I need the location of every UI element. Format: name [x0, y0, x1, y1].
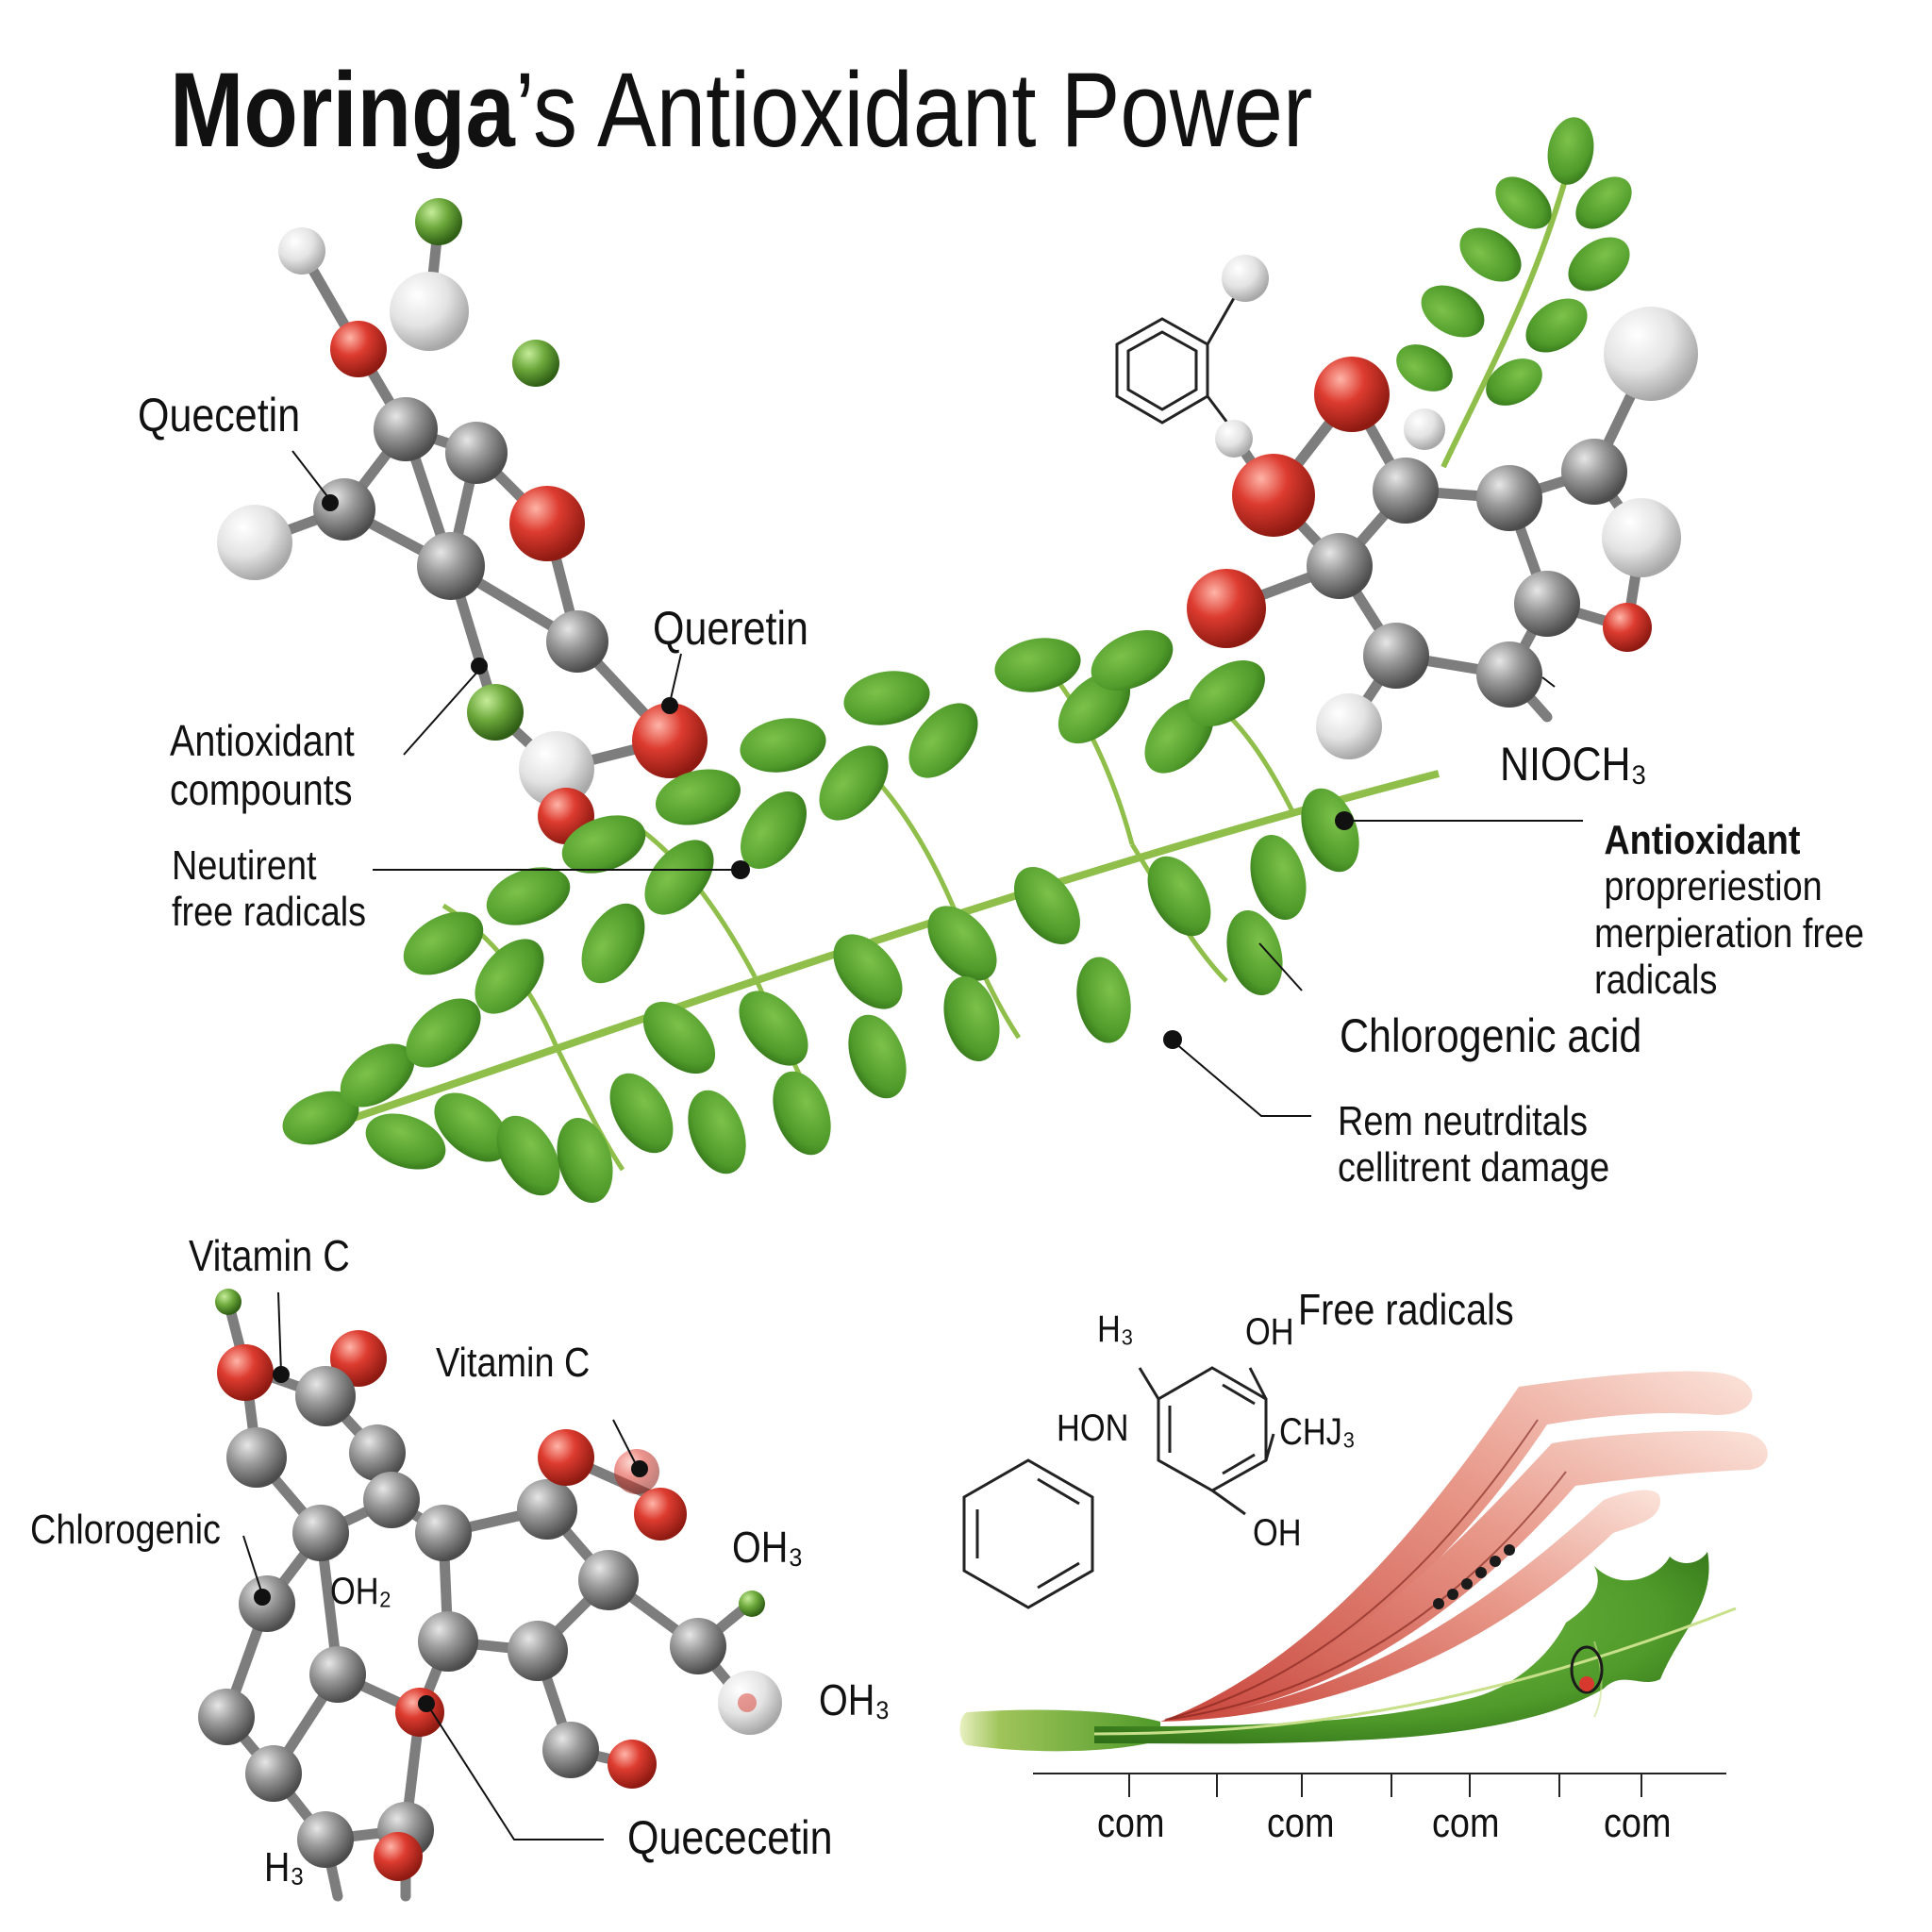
ring-label-oh-top: OH — [1245, 1311, 1294, 1353]
label-antioxidant-compounts: Antioxidant compounts — [170, 716, 355, 814]
label-line: Antioxidant — [170, 716, 355, 765]
atoms-top-right — [1187, 255, 1698, 759]
free-radical-bands — [1160, 1371, 1768, 1722]
label-oh3-lower: OH₃ — [819, 1675, 891, 1724]
axis-tick-label: com — [1097, 1800, 1165, 1846]
axis-tick-label: com — [1604, 1800, 1672, 1846]
label-neutirent-free-radicals: Neutirent free radicals — [172, 842, 366, 936]
label-h3-bottom: H₃ — [264, 1844, 305, 1890]
label-quececetin: Quececetin — [627, 1811, 833, 1864]
page-title: Moringa’s Antioxidant Power — [170, 49, 1312, 171]
label-queretin: Queretin — [653, 602, 808, 655]
moringa-leaf-central — [282, 630, 1441, 1204]
label-free-radicals: Free radicals — [1298, 1285, 1514, 1334]
label-oh2: OH₂ — [330, 1571, 391, 1612]
label-antioxidant-properties: Antioxidant propreriestion merpieration … — [1594, 817, 1864, 1003]
ring-label-h3: H₃ — [1097, 1308, 1134, 1350]
bottom-axis — [1033, 1773, 1726, 1797]
label-line: propreriestion — [1604, 863, 1823, 910]
label-rem-neutrditals: Rem neutrditals cellitrent damage — [1338, 1098, 1609, 1191]
ring-label-chj3: CHJ₃ — [1279, 1411, 1356, 1453]
axis-tick-label: com — [1432, 1800, 1500, 1846]
label-line: Rem neutrditals — [1338, 1098, 1589, 1144]
atoms-bottom-left — [198, 1289, 782, 1881]
label-line: merpieration free — [1594, 909, 1865, 957]
hex-ring-structure — [1138, 1366, 1275, 1516]
label-vitamin-c-left: Vitamin C — [189, 1231, 350, 1280]
label-chlorogenic-acid: Chlorogenic acid — [1340, 1009, 1642, 1062]
ring-label-oh-bottom: OH — [1253, 1512, 1302, 1554]
benzene-ring-top-right — [1115, 277, 1247, 435]
axis-tick-label: com — [1267, 1800, 1335, 1846]
atoms-top-left — [217, 198, 708, 844]
label-chlorogenic: Chlorogenic — [30, 1507, 221, 1553]
label-line: Antioxidant — [1604, 817, 1801, 863]
label-vitamin-c-middle: Vitamin C — [436, 1340, 591, 1386]
label-line: radicals — [1594, 956, 1718, 1003]
title-bold: Moringa — [170, 51, 515, 169]
ring-label-hon: HON — [1057, 1407, 1129, 1449]
leader-dots — [254, 494, 1354, 1712]
leaf-sprig-top-right — [1396, 117, 1632, 469]
leaf-stem-illustration — [959, 1552, 1737, 1752]
label-oh3-upper: OH₃ — [732, 1523, 804, 1572]
label-nioch3: NIOCH₃ — [1500, 738, 1648, 791]
label-line: cellitrent damage — [1338, 1144, 1610, 1191]
label-line: free radicals — [172, 889, 367, 936]
label-quecetin-top: Quecetin — [138, 389, 301, 441]
benzene-ring-bottom — [962, 1458, 1094, 1609]
label-line: compounts — [170, 764, 353, 814]
label-line: Neutirent — [172, 842, 317, 889]
title-rest: ’s Antioxidant Power — [514, 51, 1313, 169]
